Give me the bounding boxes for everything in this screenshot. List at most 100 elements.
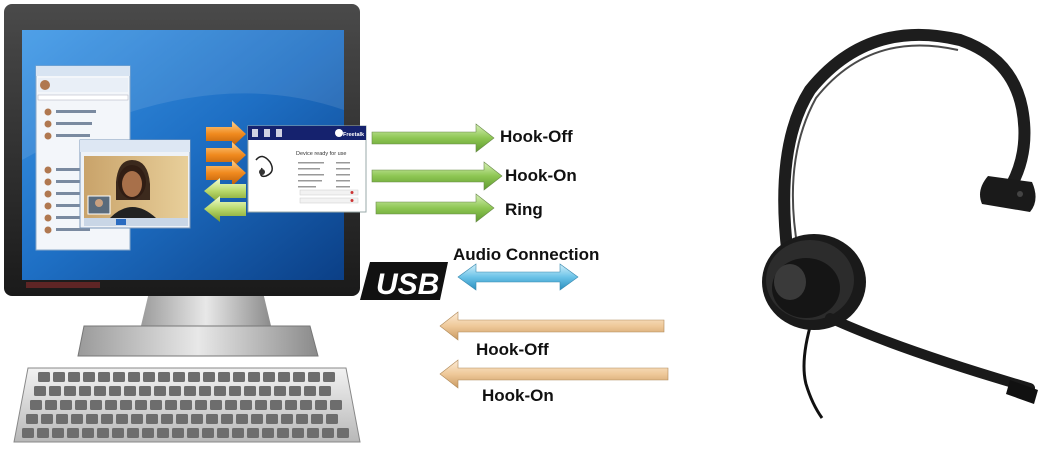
keyboard-key xyxy=(319,386,331,396)
keyboard-key xyxy=(322,428,334,438)
keyboard-key xyxy=(315,400,327,410)
keyboard-key xyxy=(34,386,46,396)
keyboard-key xyxy=(22,428,34,438)
keyboard-key xyxy=(112,428,124,438)
keyboard-key xyxy=(229,386,241,396)
keyboard-key xyxy=(270,400,282,410)
arrow-ring xyxy=(376,194,494,222)
keyboard-key xyxy=(202,428,214,438)
keyboard-key xyxy=(187,428,199,438)
keyboard-key xyxy=(308,372,320,382)
keyboard-key xyxy=(94,386,106,396)
keyboard-key xyxy=(98,372,110,382)
keyboard-key xyxy=(277,428,289,438)
keyboard-key xyxy=(68,372,80,382)
keyboard-key xyxy=(142,428,154,438)
keyboard-key xyxy=(225,400,237,410)
keyboard-key xyxy=(293,372,305,382)
keyboard-key xyxy=(214,386,226,396)
keyboard-key xyxy=(263,372,275,382)
keyboard-key xyxy=(52,428,64,438)
keyboard-key xyxy=(330,400,342,410)
keyboard-key xyxy=(82,428,94,438)
keyboard-key xyxy=(154,386,166,396)
keyboard-key xyxy=(131,414,143,424)
keyboard-key xyxy=(180,400,192,410)
keyboard xyxy=(14,368,360,442)
keyboard-key xyxy=(274,386,286,396)
keyboard-key xyxy=(292,428,304,438)
keyboard-key xyxy=(150,400,162,410)
keyboard-key xyxy=(116,414,128,424)
monitor-stand-base xyxy=(78,326,318,356)
keyboard-key xyxy=(232,428,244,438)
driver-popup-window: Freetalk Device ready for use xyxy=(248,126,366,212)
keyboard-key xyxy=(53,372,65,382)
headset-illustration xyxy=(762,35,1038,418)
keyboard-key xyxy=(49,386,61,396)
keyboard-key xyxy=(300,400,312,410)
keyboard-key xyxy=(262,428,274,438)
keyboard-key xyxy=(56,414,68,424)
keyboard-key xyxy=(251,414,263,424)
keyboard-key xyxy=(296,414,308,424)
keyboard-key xyxy=(169,386,181,396)
keyboard-key xyxy=(120,400,132,410)
keyboard-key xyxy=(206,414,218,424)
keyboard-key xyxy=(236,414,248,424)
keyboard-key xyxy=(45,400,57,410)
keyboard-key xyxy=(67,428,79,438)
keyboard-key xyxy=(191,414,203,424)
popup-device-status: Device ready for use xyxy=(296,151,346,157)
keyboard-key xyxy=(79,386,91,396)
keyboard-key xyxy=(75,400,87,410)
keyboard-key xyxy=(281,414,293,424)
keyboard-key xyxy=(105,400,117,410)
keyboard-key xyxy=(266,414,278,424)
keyboard-key xyxy=(326,414,338,424)
keyboard-key xyxy=(247,428,259,438)
keyboard-key xyxy=(172,428,184,438)
keyboard-key xyxy=(311,414,323,424)
keyboard-key xyxy=(173,372,185,382)
keyboard-key xyxy=(41,414,53,424)
usb-logo: USB xyxy=(360,262,448,301)
keyboard-key xyxy=(218,372,230,382)
keyboard-key xyxy=(113,372,125,382)
keyboard-key xyxy=(199,386,211,396)
arrow-hook-on-in xyxy=(440,360,668,388)
headset-headband-pad xyxy=(980,176,1036,212)
keyboard-key xyxy=(71,414,83,424)
keyboard-key xyxy=(165,400,177,410)
keyboard-key xyxy=(128,372,140,382)
label-hook-on-in: Hook-On xyxy=(482,386,554,406)
keyboard-key xyxy=(210,400,222,410)
keyboard-key xyxy=(217,428,229,438)
keyboard-key xyxy=(307,428,319,438)
popup-brand: Freetalk xyxy=(343,132,365,138)
label-hook-off-out: Hook-Off xyxy=(500,127,573,147)
label-hook-off-in: Hook-Off xyxy=(476,340,549,360)
keyboard-key xyxy=(83,372,95,382)
arrow-hook-off-in xyxy=(440,312,664,340)
keyboard-key xyxy=(176,414,188,424)
keyboard-key xyxy=(26,414,38,424)
keyboard-key xyxy=(203,372,215,382)
keyboard-key xyxy=(139,386,151,396)
keyboard-key xyxy=(285,400,297,410)
keyboard-key xyxy=(157,428,169,438)
keyboard-key xyxy=(195,400,207,410)
keyboard-key xyxy=(64,386,76,396)
keyboard-key xyxy=(255,400,267,410)
video-call-window xyxy=(80,140,190,228)
keyboard-key xyxy=(240,400,252,410)
keyboard-key xyxy=(143,372,155,382)
arrow-audio-connection xyxy=(458,264,578,290)
keyboard-key xyxy=(221,414,233,424)
keyboard-key xyxy=(38,372,50,382)
keyboard-key xyxy=(60,400,72,410)
keyboard-key xyxy=(278,372,290,382)
keyboard-key xyxy=(188,372,200,382)
label-hook-on-out: Hook-On xyxy=(505,166,577,186)
